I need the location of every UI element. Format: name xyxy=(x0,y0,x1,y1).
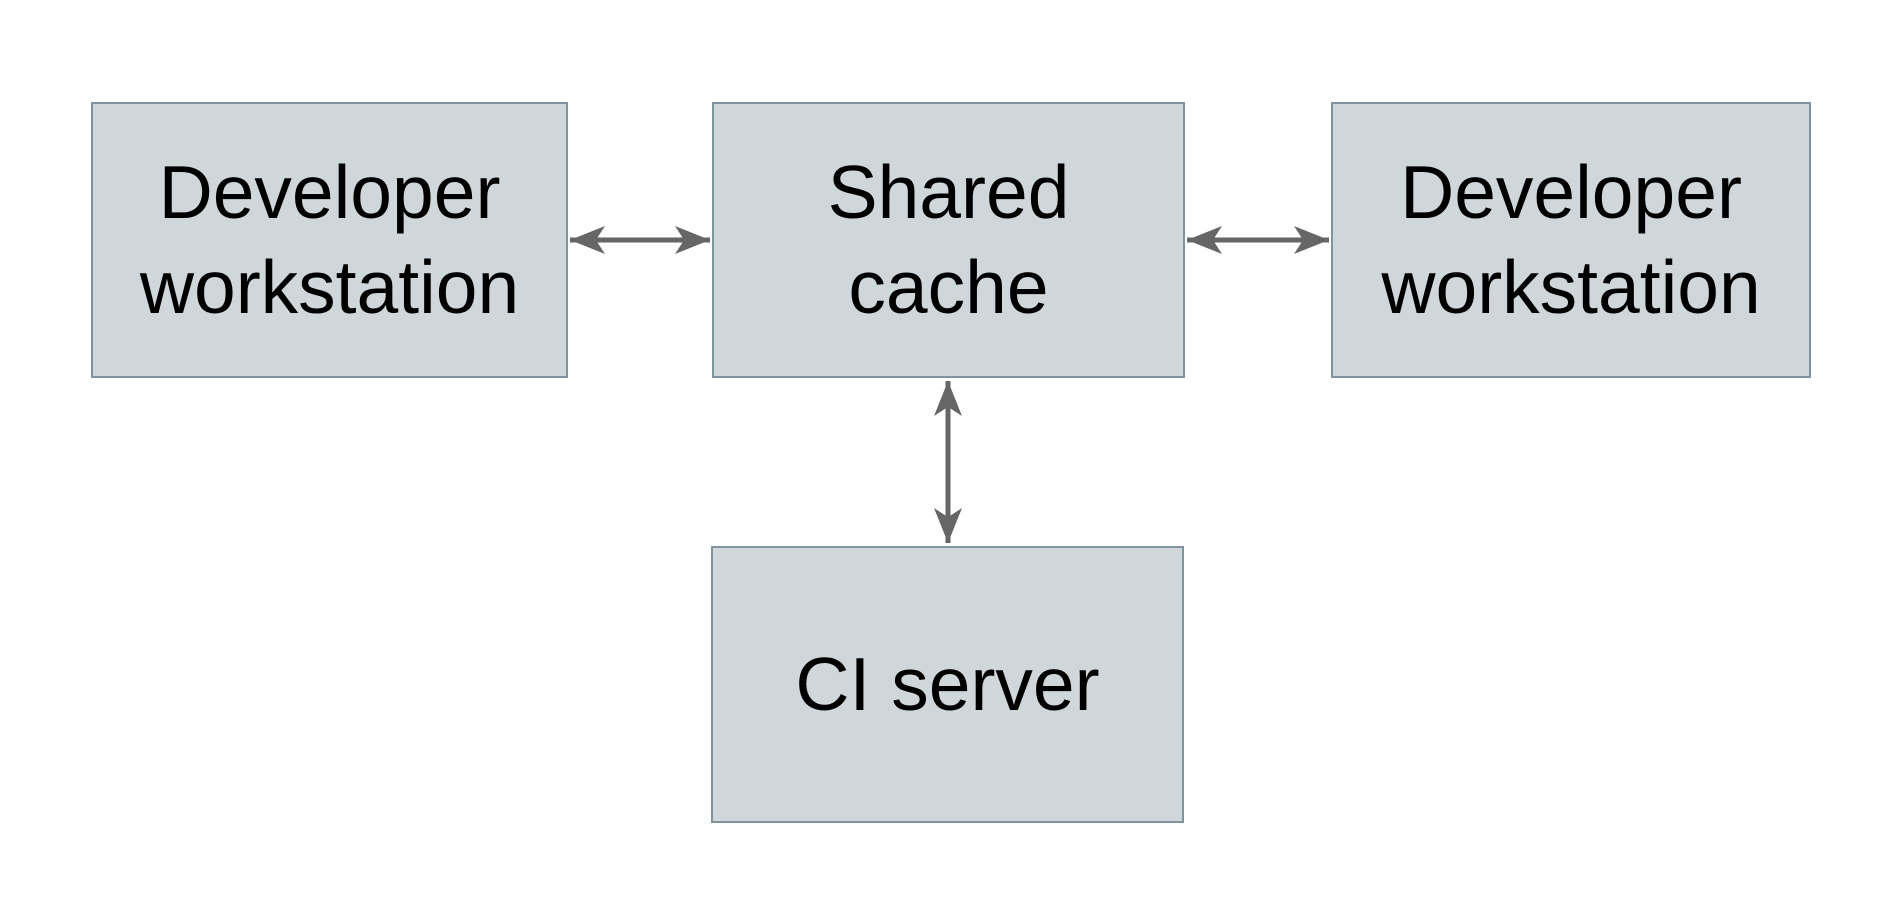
node-label: Developer workstation xyxy=(139,150,520,329)
node-label: CI server xyxy=(795,642,1100,726)
node-label: Shared cache xyxy=(827,150,1070,329)
node-shared-cache: Shared cache xyxy=(712,102,1185,378)
node-developer-workstation-left: Developer workstation xyxy=(91,102,568,378)
node-ci-server: CI server xyxy=(711,546,1184,823)
node-label: Developer workstation xyxy=(1381,150,1761,329)
node-developer-workstation-right: Developer workstation xyxy=(1331,102,1811,378)
